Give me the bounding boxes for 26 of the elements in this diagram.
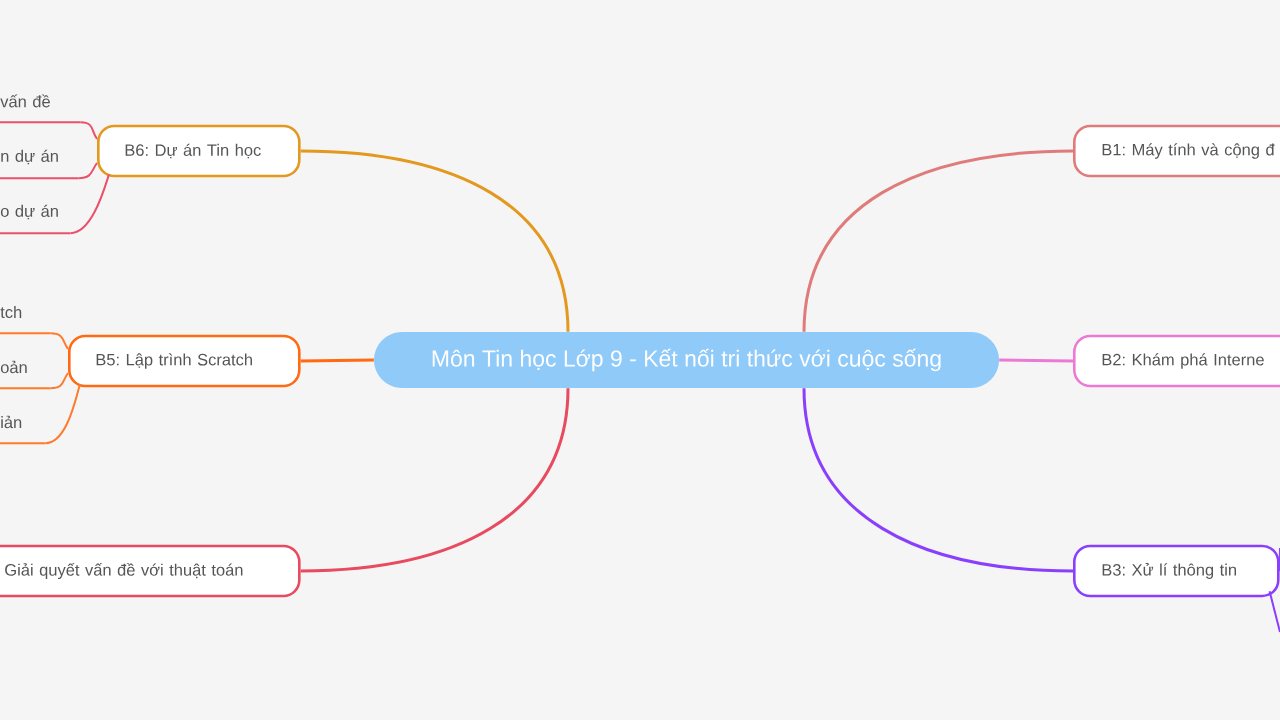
topic-box: B6: Dự án Tin học bbox=[97, 124, 301, 178]
subtopic: vấn đề bbox=[0, 94, 82, 124]
connector bbox=[999, 358, 1074, 363]
subtopic: o dự án bbox=[0, 204, 72, 235]
topic-box: B5: Lập trình Scratch bbox=[68, 334, 301, 388]
connector bbox=[300, 358, 374, 363]
connector bbox=[802, 149, 1074, 332]
subtopic: iản bbox=[0, 415, 47, 445]
central-topic: Môn Tin học Lớp 9 - Kết nối tri thức với cuộc sống bbox=[374, 332, 999, 388]
connector bbox=[49, 372, 69, 390]
connector bbox=[1268, 590, 1280, 633]
subtopic: n dự án bbox=[0, 149, 80, 180]
connector bbox=[49, 332, 69, 350]
connector bbox=[300, 388, 570, 573]
connector bbox=[44, 383, 81, 445]
subtopic: oản bbox=[0, 360, 52, 390]
connector bbox=[69, 173, 110, 235]
connector bbox=[300, 149, 570, 332]
connector bbox=[77, 162, 98, 180]
topic-box: B1: Máy tính và cộng đ bbox=[1073, 124, 1280, 178]
topic-box: B2: Khám phá Interne bbox=[1073, 334, 1280, 388]
topic-box: Giải quyết vấn đề với thuật toán bbox=[0, 544, 301, 598]
subtopic: tch bbox=[0, 305, 52, 335]
connector bbox=[79, 121, 98, 140]
topic-box: B3: Xử lí thông tin bbox=[1073, 544, 1280, 598]
connector bbox=[802, 388, 1074, 573]
